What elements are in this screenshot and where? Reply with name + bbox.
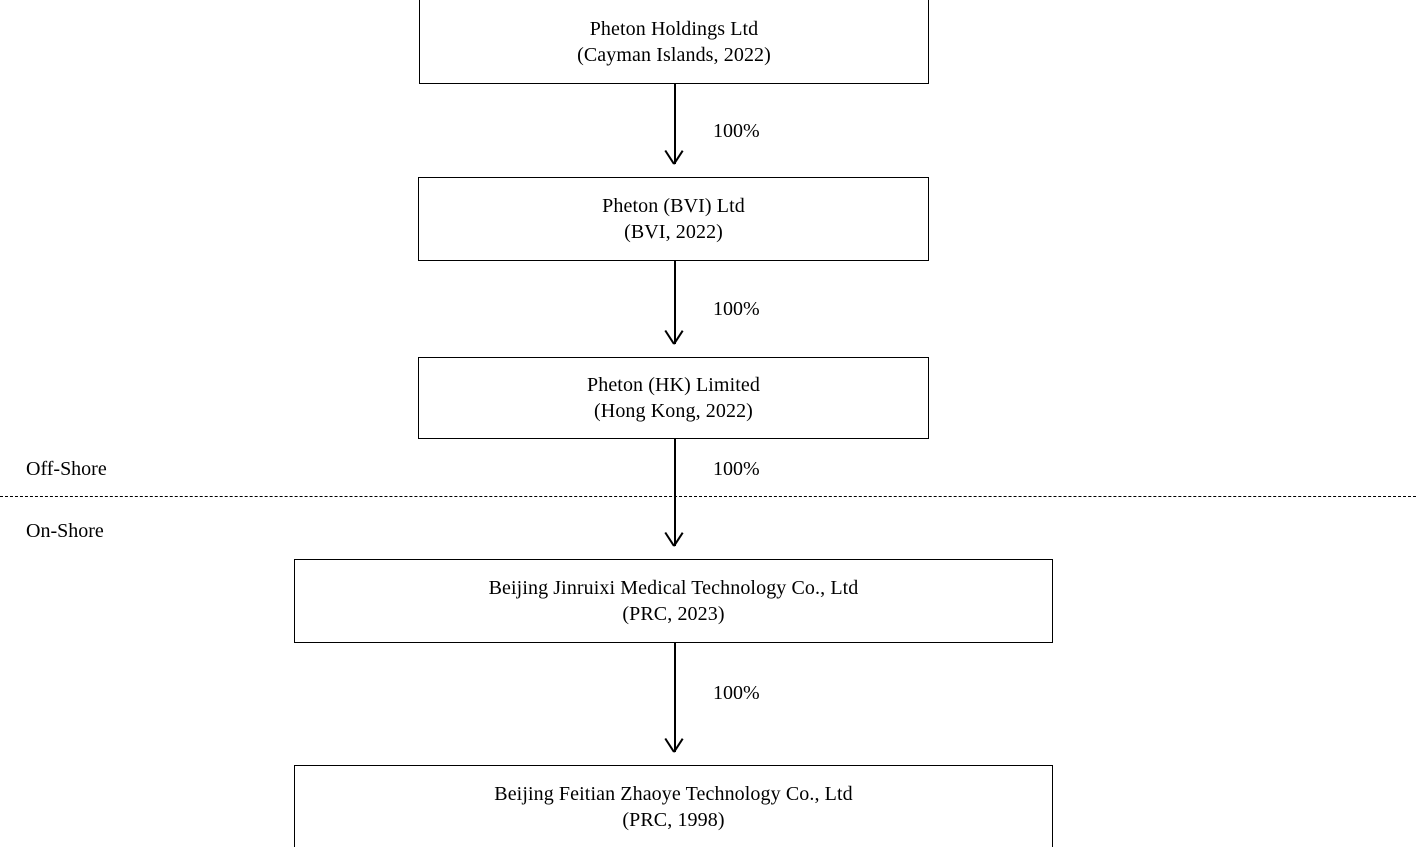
entity-box-beijing-feitian-zhaoye: Beijing Feitian Zhaoye Technology Co., L… xyxy=(294,765,1053,847)
entity-name: Beijing Feitian Zhaoye Technology Co., L… xyxy=(494,783,853,805)
entity-origin: (Hong Kong, 2022) xyxy=(594,400,753,422)
entity-origin: (BVI, 2022) xyxy=(624,221,723,243)
entity-name: Beijing Jinruixi Medical Technology Co.,… xyxy=(488,577,859,599)
entity-origin: (PRC, 1998) xyxy=(622,809,725,831)
entity-name: Pheton Holdings Ltd xyxy=(589,17,759,40)
connector-line-hk-to-jinruixi xyxy=(674,439,676,546)
onshore-region-label: On-Shore xyxy=(26,520,104,542)
entity-box-pheton-bvi: Pheton (BVI) Ltd (BVI, 2022) xyxy=(418,177,929,261)
entity-origin: (Cayman Islands, 2022) xyxy=(577,43,771,66)
ownership-percentage-label: 100% xyxy=(713,682,760,704)
connector-line-bvi-to-hk xyxy=(674,261,676,344)
connector-line-holdings-to-bvi xyxy=(674,84,676,164)
ownership-percentage-label: 100% xyxy=(713,298,760,320)
entity-name: Pheton (BVI) Ltd xyxy=(602,195,745,217)
offshore-region-label: Off-Shore xyxy=(26,458,107,480)
connector-line-jinruixi-to-feitian xyxy=(674,643,676,752)
shore-divider-line xyxy=(0,496,1416,497)
entity-box-pheton-hk: Pheton (HK) Limited (Hong Kong, 2022) xyxy=(418,357,929,439)
ownership-percentage-label: 100% xyxy=(713,120,760,142)
ownership-percentage-label: 100% xyxy=(713,458,760,480)
entity-box-pheton-holdings: Pheton Holdings Ltd (Cayman Islands, 202… xyxy=(419,0,929,84)
entity-box-beijing-jinruixi: Beijing Jinruixi Medical Technology Co.,… xyxy=(294,559,1053,643)
entity-origin: (PRC, 2023) xyxy=(622,603,725,625)
entity-name: Pheton (HK) Limited xyxy=(587,374,760,396)
